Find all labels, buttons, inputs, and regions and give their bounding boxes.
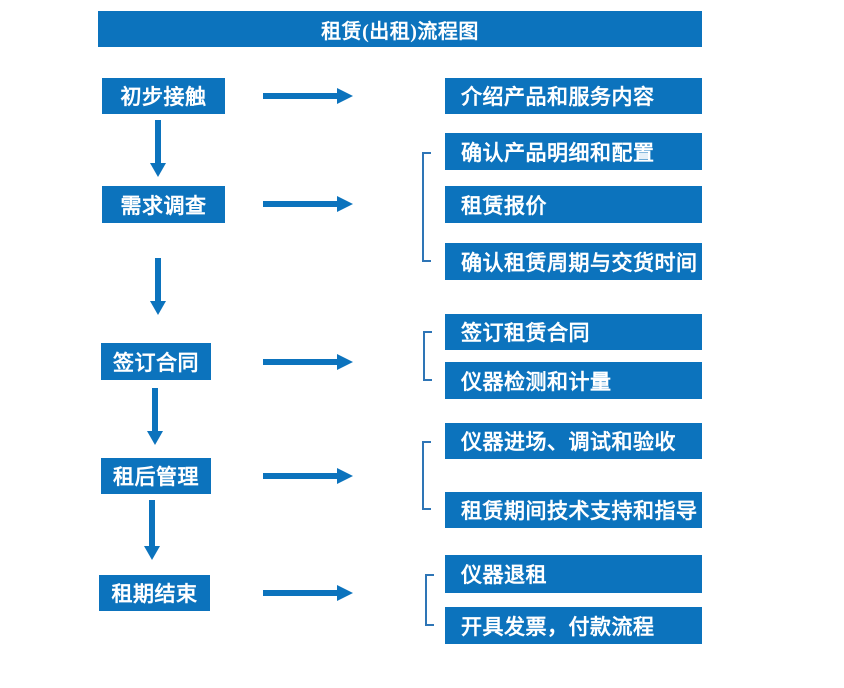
down-arrow-head <box>150 163 166 177</box>
detail-box-instrument-testing-metering: 仪器检测和计量 <box>445 362 702 399</box>
down-arrow <box>150 258 166 315</box>
step-box-post-rental-management: 租后管理 <box>101 458 211 494</box>
detail-box-invoice-payment-process: 开具发票，付款流程 <box>445 607 702 644</box>
flowchart-title: 租赁(出租)流程图 <box>98 11 702 47</box>
right-arrow-shaft <box>263 201 338 207</box>
down-arrow <box>144 500 160 560</box>
down-arrow-head <box>147 431 163 445</box>
detail-box-instrument-setup-acceptance: 仪器进场、调试和验收 <box>445 423 702 459</box>
step-box-sign-contract: 签订合同 <box>101 343 211 380</box>
down-arrow-head <box>150 301 166 315</box>
down-arrow <box>150 120 166 177</box>
down-arrow-shaft <box>149 500 155 546</box>
right-arrow-shaft <box>263 473 338 479</box>
down-arrow-shaft <box>152 388 158 431</box>
detail-box-rental-quotation: 租赁报价 <box>445 186 702 223</box>
right-arrow-head <box>337 354 353 370</box>
step-box-rental-end: 租期结束 <box>99 575 210 611</box>
right-arrow-shaft <box>263 359 338 365</box>
step-box-demand-survey: 需求调查 <box>102 186 225 223</box>
right-arrow <box>263 196 353 212</box>
right-arrow-shaft <box>263 590 338 596</box>
group-bracket <box>423 331 432 381</box>
group-bracket <box>422 152 431 262</box>
right-arrow-shaft <box>263 93 338 99</box>
detail-box-sign-rental-contract: 签订租赁合同 <box>445 314 702 350</box>
detail-box-confirm-product-details: 确认产品明细和配置 <box>445 133 702 170</box>
right-arrow-head <box>337 585 353 601</box>
detail-box-introduce-products-services: 介绍产品和服务内容 <box>445 78 702 114</box>
down-arrow <box>147 388 163 445</box>
right-arrow-head <box>337 88 353 104</box>
right-arrow <box>263 354 353 370</box>
right-arrow <box>263 585 353 601</box>
right-arrow <box>263 88 353 104</box>
right-arrow-head <box>337 196 353 212</box>
down-arrow-head <box>144 546 160 560</box>
group-bracket <box>422 441 431 510</box>
right-arrow <box>263 468 353 484</box>
down-arrow-shaft <box>155 258 161 301</box>
detail-box-technical-support-guidance: 租赁期间技术支持和指导 <box>445 492 702 528</box>
detail-box-instrument-return: 仪器退租 <box>445 555 702 593</box>
detail-box-confirm-rental-period-delivery: 确认租赁周期与交货时间 <box>445 243 702 280</box>
right-arrow-head <box>337 468 353 484</box>
step-box-initial-contact: 初步接触 <box>102 78 225 114</box>
group-bracket <box>425 574 434 626</box>
down-arrow-shaft <box>155 120 161 163</box>
